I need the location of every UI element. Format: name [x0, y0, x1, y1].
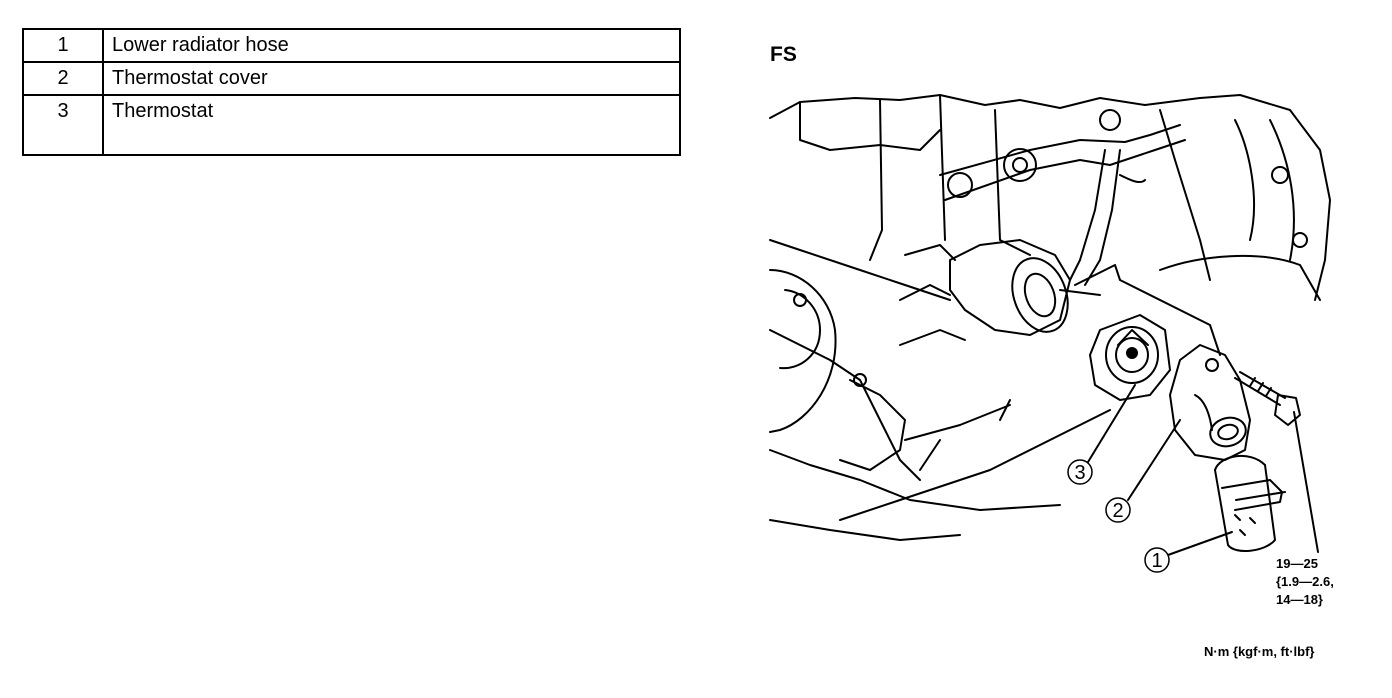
lower-radiator-hose-drawing — [1214, 454, 1286, 552]
torque-spec-line: {1.9—2.6, — [1276, 574, 1334, 589]
svg-text:1: 1 — [1151, 550, 1162, 572]
table-row: 1 Lower radiator hose — [22, 28, 681, 63]
part-number: 1 — [22, 28, 104, 63]
table-row: 2 Thermostat cover — [22, 61, 681, 96]
parts-table: 1 Lower radiator hose 2 Thermostat cover… — [22, 28, 681, 156]
torque-spec-line: 19—25 — [1276, 556, 1318, 571]
part-name: Thermostat — [102, 94, 681, 156]
svg-text:3: 3 — [1074, 462, 1085, 484]
table-row: 3 Thermostat — [22, 94, 681, 156]
part-name: Thermostat cover — [102, 61, 681, 96]
engine-block-drawing — [769, 94, 1331, 541]
torque-spec: 19—25 {1.9—2.6, 14—18} — [1276, 555, 1334, 609]
svg-text:2: 2 — [1112, 500, 1123, 522]
thermostat-drawing — [1089, 314, 1171, 401]
torque-spec-line: 14—18} — [1276, 592, 1323, 607]
callout-3: 3 — [1067, 459, 1093, 485]
part-number: 2 — [22, 61, 104, 96]
thermostat-cover-drawing — [1169, 344, 1251, 461]
callout-2: 2 — [1105, 497, 1131, 523]
callout-leader-lines — [1087, 384, 1319, 556]
part-number: 3 — [22, 94, 104, 156]
callout-1: 1 — [1144, 547, 1170, 573]
engine-label: FS — [770, 43, 797, 66]
bolt-drawing — [1234, 371, 1301, 426]
part-name: Lower radiator hose — [102, 28, 681, 63]
units-label: N·m {kgf·m, ft·lbf} — [1204, 644, 1315, 659]
